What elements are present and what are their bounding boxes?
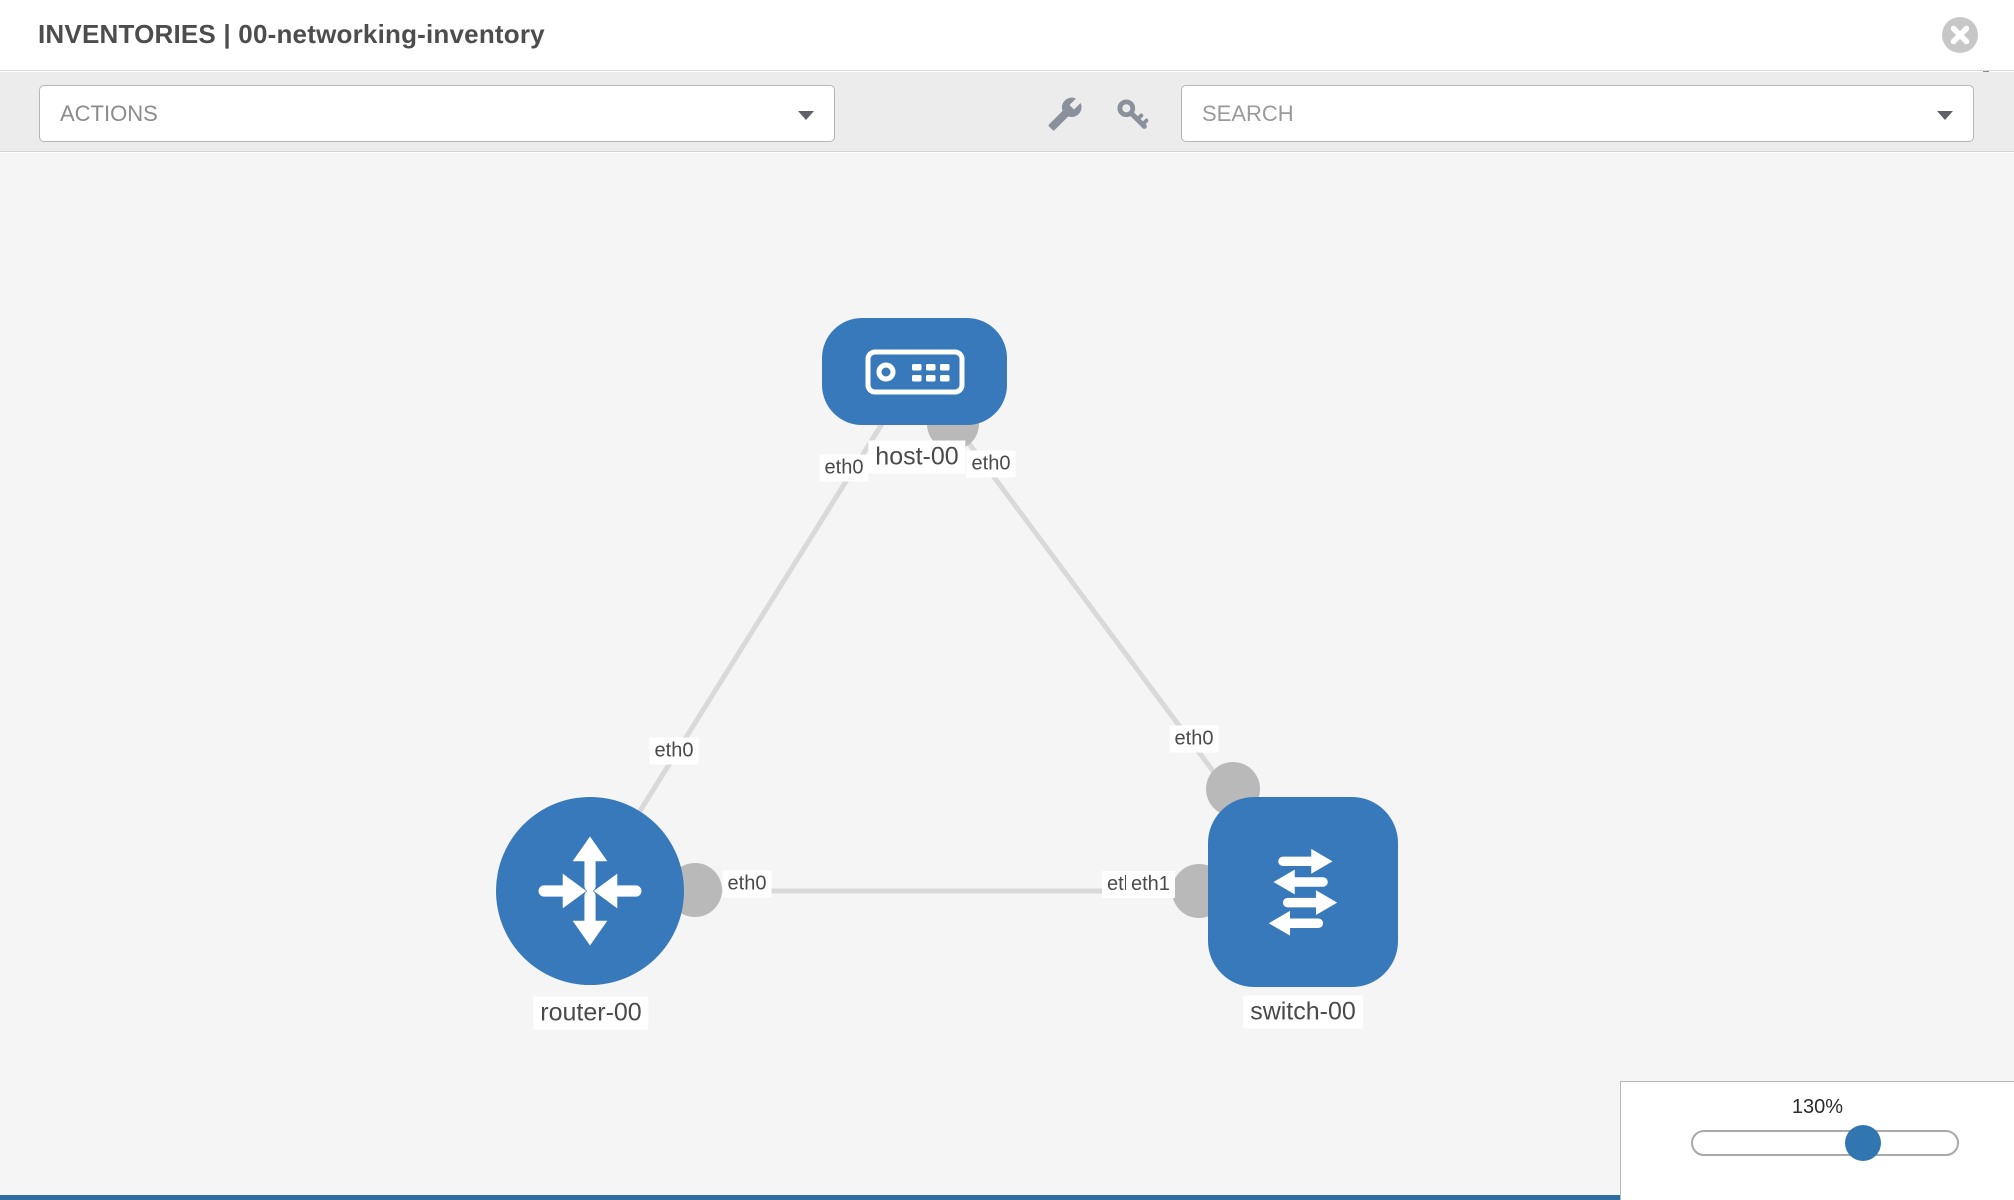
switch-icon	[1268, 848, 1338, 936]
port-label-router-top-eth0: eth0	[649, 737, 699, 765]
page-title: INVENTORIES | 00-networking-inventory	[38, 19, 545, 49]
port-label-host-right-eth0: eth0	[966, 450, 1016, 478]
search-dropdown[interactable]: SEARCH	[1181, 85, 1974, 142]
port-label-switch-left-eth0-clipped: eth0	[1102, 871, 1126, 898]
actions-dropdown[interactable]: ACTIONS	[39, 85, 835, 142]
tools-button[interactable]	[1047, 96, 1085, 134]
caret-down-icon	[798, 111, 814, 120]
port-label-router-right-eth0: eth0	[722, 870, 772, 898]
node-host-00[interactable]	[822, 318, 1007, 425]
zoom-slider-track[interactable]	[1691, 1130, 1959, 1156]
node-label-switch-00: switch-00	[1243, 995, 1363, 1029]
port-label-host-left-eth0: eth0	[819, 454, 869, 482]
router-icon	[538, 836, 642, 946]
key-icon	[1117, 99, 1149, 129]
edges-layer	[587, 369, 1306, 918]
port-label-switch-top-eth0: eth0	[1169, 725, 1219, 753]
host-icon	[865, 349, 964, 394]
key-button[interactable]	[1114, 96, 1152, 134]
node-switch-00[interactable]	[1208, 797, 1398, 987]
zoom-level-value: 130%	[1791, 1096, 1844, 1118]
toolbar: ACTIONS SEARCH	[0, 72, 2014, 152]
close-button[interactable]	[1941, 16, 1979, 54]
node-router-00[interactable]	[496, 797, 684, 985]
node-label-host-00: host-00	[868, 440, 966, 474]
search-placeholder: SEARCH	[1202, 100, 1294, 126]
wrench-icon	[1048, 97, 1082, 131]
zoom-slider-thumb[interactable]	[1845, 1125, 1881, 1161]
topology-canvas[interactable]: eth0 eth0 eth0 eth0 eth0 eth0 eth1 host-…	[0, 153, 2014, 1200]
close-icon	[1942, 17, 1978, 53]
port-label-switch-left-eth1: eth1	[1126, 871, 1175, 898]
panel-header: INVENTORIES | 00-networking-inventory	[0, 0, 2014, 71]
footer-strip	[0, 1195, 1620, 1200]
caret-down-icon	[1937, 111, 1953, 120]
node-label-router-00: router-00	[533, 996, 649, 1030]
actions-dropdown-label: ACTIONS	[60, 100, 158, 126]
